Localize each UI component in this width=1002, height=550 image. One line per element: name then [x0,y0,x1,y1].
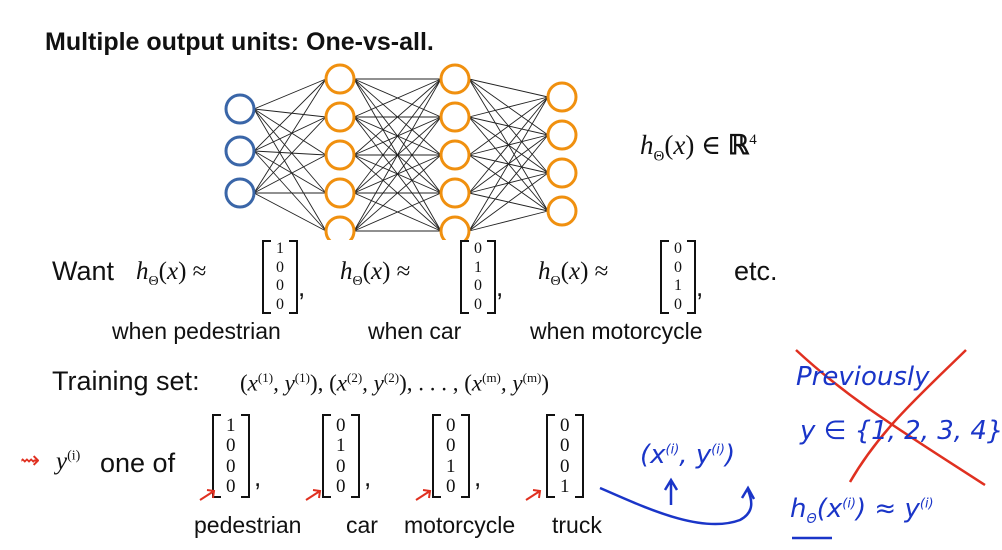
when-motorcycle-label: when motorcycle [530,318,703,344]
network-edge [468,96,549,156]
blue-curve [599,486,753,526]
network-edge [353,116,442,232]
network-edge [253,150,327,156]
network-edge [468,78,549,98]
network-edges [253,78,549,232]
want-expr-3: hΘ(x) ≈ [538,258,609,289]
network-edge [253,150,327,194]
truck-label: truck [552,512,602,538]
neural-network-diagram [224,63,578,240]
output-unit [546,81,578,113]
network-edge [253,108,327,156]
network-edge [468,172,549,232]
when-pedestrian-label: when pedestrian [112,318,281,344]
when-car-label: when car [368,318,462,344]
network-edge [253,78,327,152]
hidden-unit [439,177,471,209]
network-edge [468,210,549,232]
hidden-unit [324,177,356,209]
network-edge [353,192,442,232]
network-edge [468,96,549,232]
network-edge [353,154,442,232]
network-edge [353,78,442,156]
handwritten-prev-set: y ∈ {1, 2, 3, 4} [800,416,1002,446]
network-edge [253,78,327,110]
car-label: car [346,512,378,538]
handwritten-previously: Previously [796,362,930,392]
network-edge [253,108,327,118]
want-label: Want [52,256,115,286]
network-edge [468,96,549,194]
output-unit [546,195,578,227]
hidden-unit [439,215,471,240]
training-set-label: Training set: [52,366,200,396]
hidden-unit [439,139,471,171]
hidden-unit [324,139,356,171]
input-unit [224,135,256,167]
want-expr-1: hΘ(x) ≈ [136,258,207,289]
etc-label: etc. [734,256,778,286]
training-set-expr: (x(1), y(1)), (x(2), y(2)), . . . , (x(m… [240,370,550,396]
one-of-label: one of [100,448,176,478]
network-edge [468,134,549,232]
pedestrian-label: pedestrian [194,512,302,538]
input-unit [224,177,256,209]
yi-symbol: y(i) [56,448,81,475]
network-edge [253,192,327,232]
network-nodes [224,63,578,240]
network-edge [253,108,327,232]
want-expr-2: hΘ(x) ≈ [340,258,411,289]
hidden-unit [324,101,356,133]
red-tick-marks [199,489,542,501]
slide-title: Multiple output units: One-vs-all. [45,28,434,56]
network-edge [253,116,327,194]
red-arrow-icon: ⇝ [20,446,41,474]
red-cross-line-1 [795,349,986,487]
network-edge [253,150,327,232]
red-cross-line-2 [848,349,967,483]
network-edge [253,116,327,152]
output-unit [546,119,578,151]
hypothesis-definition: hΘ(x) ∈ ℝ4 [640,130,757,165]
network-edge [253,78,327,194]
hidden-unit [439,63,471,95]
network-edge [253,154,327,194]
hidden-unit [439,101,471,133]
input-unit [224,93,256,125]
network-edge [468,96,549,118]
hidden-unit [324,63,356,95]
network-edge [353,78,442,194]
handwritten-approx: hΘ(x(i)) ≈ y(i) [790,494,934,528]
network-edge [353,78,442,232]
handwritten-pair: (x(i), y(i)) [640,440,736,470]
network-edge [353,78,442,118]
motorcycle-label: motorcycle [404,512,516,538]
hidden-unit [324,215,356,240]
network-edge [253,108,327,194]
output-unit [546,157,578,189]
blue-up-arrow [663,477,679,505]
